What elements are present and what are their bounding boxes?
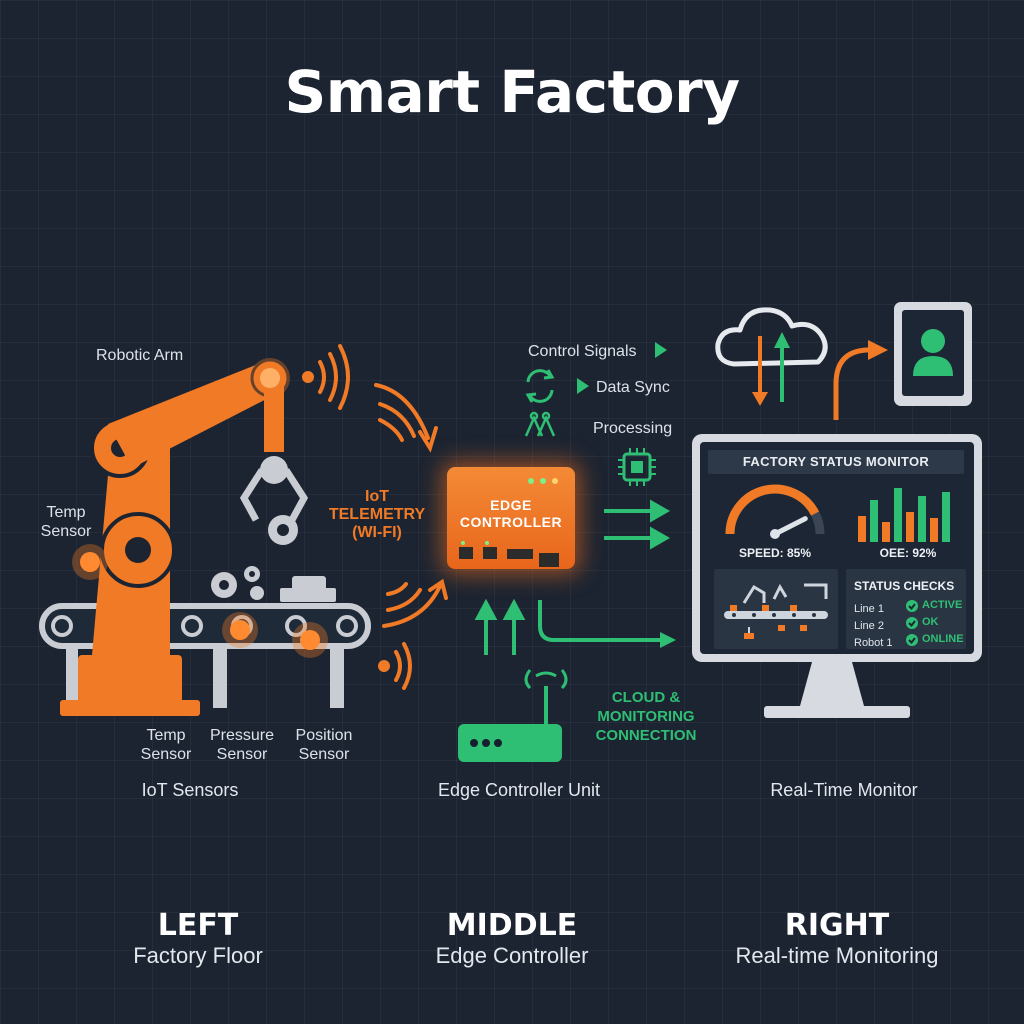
status-checks-panel: STATUS CHECKS Line 1 ACTIVE Line 2 OK Ro… (846, 569, 966, 649)
oee-bar (882, 522, 890, 542)
bottom-subheading: Factory Floor (133, 943, 263, 968)
oee-bar (870, 500, 878, 542)
conveyor-leg (330, 640, 344, 708)
status-monitor: FACTORY STATUS MONITOR SPEED: 85% OEE: 9… (692, 434, 982, 662)
processing-label: Processing (593, 420, 673, 437)
upload-arrow (474, 598, 526, 655)
temp-sensor-label: Temp Sensor (140, 727, 192, 763)
bottom-subheading: Edge Controller (435, 943, 589, 968)
status-checks-title: STATUS CHECKS (854, 579, 955, 593)
oee-label: OEE: 92% (879, 546, 937, 560)
play-icon (655, 342, 667, 358)
network-icon (524, 411, 556, 437)
position-sensor-label: Position Sensor (295, 727, 353, 763)
temp-sensor-label: Temp Sensor (40, 504, 92, 540)
user-icon (921, 329, 945, 353)
sync-icon (525, 369, 555, 403)
control-signals-label: Control Signals (528, 343, 637, 360)
status-row-line-2: Line 2 OK (854, 616, 966, 634)
assembly-line-panel (714, 569, 838, 649)
gripper-icon (239, 468, 265, 522)
telemetry-arrow (374, 383, 448, 628)
data-sync-label: Data Sync (596, 379, 670, 396)
oee-bar (858, 516, 866, 542)
status-row-robot-1: Robot 1 ONLINE (854, 633, 966, 651)
section-label-iot-sensors: IoT Sensors (141, 780, 239, 800)
check-icon (906, 599, 918, 617)
bottom-column-right: RIGHT Real-time Monitoring (708, 908, 966, 969)
page-title: Smart Factory (284, 58, 740, 126)
edge-controller-box: EDGE CONTROLLER (447, 467, 575, 569)
cloud-connection-label: CLOUD & MONITORING CONNECTION (595, 689, 697, 744)
edge-ports (459, 478, 559, 567)
oee-bar (942, 492, 950, 542)
processor-chip-icon (618, 448, 656, 486)
status-row-line-1: Line 1 ACTIVE (854, 599, 966, 617)
status-value: ONLINE (922, 633, 964, 645)
bottom-heading: RIGHT (784, 908, 890, 943)
bottom-column-middle: MIDDLE Edge Controller (392, 908, 632, 969)
machine-part-icon (280, 576, 336, 602)
check-icon (906, 616, 918, 634)
wifi-icon (302, 344, 350, 410)
conveyor-leg (66, 640, 78, 702)
oee-bar (918, 496, 926, 542)
bottom-heading: MIDDLE (446, 908, 578, 943)
monitor-screen: FACTORY STATUS MONITOR SPEED: 85% OEE: 9… (700, 442, 974, 654)
conveyor-leg (213, 640, 227, 708)
robot-upper-arm (108, 360, 284, 468)
bottom-subheading: Real-time Monitoring (735, 943, 939, 968)
gauge-needle (772, 516, 808, 537)
status-name: Robot 1 (854, 637, 893, 649)
status-value: ACTIVE (922, 599, 963, 611)
sync-arrow (833, 347, 872, 420)
robotic-arm-label: Robotic Arm (96, 347, 184, 364)
cloud-icon (715, 307, 828, 367)
data-arrow (604, 499, 671, 550)
sensor-glow (72, 358, 328, 658)
pressure-sensor-label: Pressure Sensor (209, 727, 275, 763)
status-name: Line 1 (854, 603, 884, 615)
edge-controller-label: EDGE CONTROLLER (459, 497, 563, 530)
router-icon (458, 669, 568, 762)
bottom-column-left: LEFT Factory Floor (88, 908, 308, 969)
oee-bar (906, 512, 914, 542)
monitor-link-arrow (538, 600, 662, 642)
monitor-title: FACTORY STATUS MONITOR (708, 450, 964, 474)
bottom-heading: LEFT (157, 908, 239, 943)
gauge-fill (725, 484, 820, 535)
monitor-stand (800, 662, 864, 706)
robot-base (78, 655, 182, 703)
play-icon (577, 378, 589, 394)
status-name: Line 2 (854, 620, 884, 632)
oee-bar-chart (858, 488, 950, 542)
status-value: OK (922, 616, 939, 628)
speed-gauge (725, 484, 825, 539)
oee-bar (894, 488, 902, 542)
section-label-edge-controller: Edge Controller Unit (437, 780, 601, 800)
speed-label: SPEED: 85% (738, 546, 812, 560)
telemetry-label: IoT TELEMETRY (WI-FI) (328, 488, 426, 541)
wifi-icon (378, 642, 412, 690)
section-label-real-time-monitor: Real-Time Monitor (770, 780, 918, 800)
check-icon (906, 633, 918, 651)
oee-bar (930, 518, 938, 542)
